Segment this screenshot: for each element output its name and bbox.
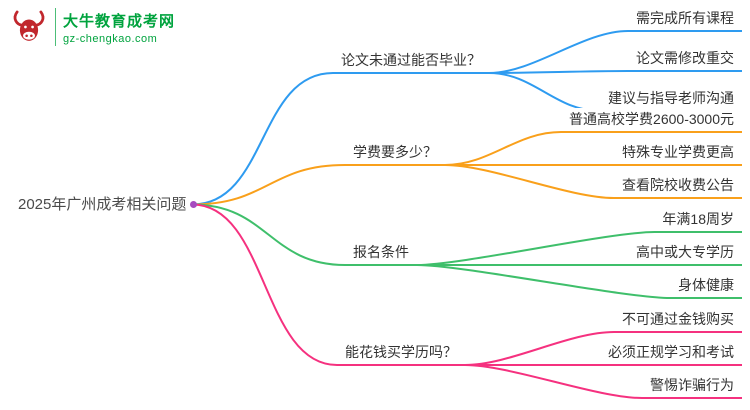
leaf-node[interactable]: 论文需修改重交 (628, 47, 742, 72)
connector-path (488, 72, 601, 112)
connector-path (444, 164, 615, 199)
leaf-node[interactable]: 年满18周岁 (654, 208, 742, 233)
leaf-node[interactable]: 必须正规学习和考试 (600, 341, 742, 366)
root-anchor-dot (190, 201, 198, 208)
leaf-node[interactable]: 需完成所有课程 (628, 7, 742, 32)
connector-path (464, 331, 615, 366)
brand-url: gz-chengkao.com (63, 32, 158, 45)
connector-path (464, 364, 643, 399)
site-logo[interactable]: 大牛教育成考网 gz-chengkao.com (10, 8, 175, 46)
bull-icon (13, 10, 45, 41)
connector-path (191, 203, 346, 266)
leaf-node[interactable]: 不可通过金钱购买 (614, 308, 742, 333)
leaf-node[interactable]: 特殊专业学费更高 (614, 141, 742, 166)
branch-topic-buy-diploma[interactable]: 能花钱买学历吗？ (337, 341, 465, 366)
leaf-node[interactable]: 警惕诈骗行为 (642, 374, 742, 399)
connector-path (488, 30, 629, 74)
logo-divider (55, 8, 56, 46)
connector-path (488, 70, 629, 74)
connector-path (416, 231, 656, 266)
leaf-node[interactable]: 高中或大专学历 (628, 241, 742, 266)
branch-topic-requirements[interactable]: 报名条件 (345, 241, 417, 266)
connector-path (444, 131, 563, 166)
connector-path (191, 164, 346, 206)
brand-title: 大牛教育成考网 (63, 12, 176, 30)
connector-path (416, 264, 671, 299)
leaf-node[interactable]: 身体健康 (670, 274, 742, 299)
leaf-node[interactable]: 查看院校收费公告 (614, 174, 742, 199)
leaf-node[interactable]: 普通高校学费2600-3000元 (561, 108, 742, 133)
connector-path (191, 203, 338, 366)
branch-topic-tuition[interactable]: 学费要多少？ (345, 141, 445, 166)
connector-path (191, 72, 334, 206)
root-node[interactable]: 2025年广州成考相关问题 (12, 192, 193, 217)
branch-topic-thesis[interactable]: 论文未通过能否毕业？ (333, 49, 489, 74)
